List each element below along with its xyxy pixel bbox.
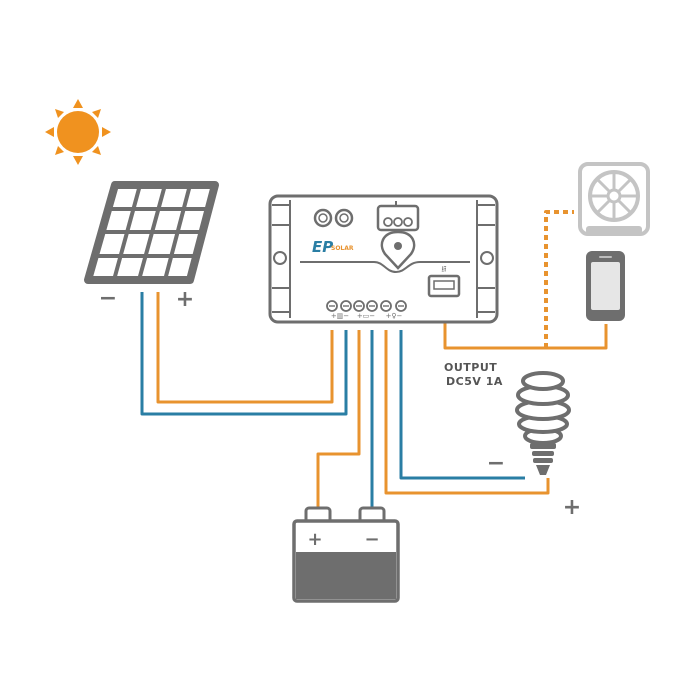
solar-panel-icon [84, 181, 219, 284]
charge-controller-icon: +▥− +▭− +♀− [268, 194, 499, 324]
battery-pos-sign: + [307, 529, 322, 550]
panel-pos-wire [156, 292, 334, 404]
load-pos-wire [384, 330, 550, 495]
fan-icon [578, 162, 650, 236]
brand-logo: EP SOLAR [312, 238, 354, 256]
svg-text:+▥−: +▥− [331, 312, 349, 320]
battery-icon [292, 506, 400, 603]
usb-symbol: ⭿ [441, 265, 446, 274]
bulb-pos-sign: + [563, 495, 581, 520]
output-spec-label: DC5V 1A [446, 375, 503, 388]
bulb-neg-sign: − [487, 451, 505, 476]
brand-logo-text: SOLAR [331, 245, 354, 252]
load-neg-wire [399, 330, 525, 480]
phone-icon [586, 251, 625, 321]
panel-neg-wire [140, 292, 348, 416]
output-label: OUTPUT [444, 361, 497, 374]
light-bulb-icon [515, 371, 571, 475]
usb-fan-wire [544, 210, 574, 348]
battery-neg-sign: − [364, 529, 379, 550]
panel-neg-sign: − [99, 286, 117, 311]
panel-pos-sign: + [176, 287, 194, 312]
sun-icon [45, 99, 111, 165]
svg-text:+♀−: +♀− [386, 312, 403, 320]
battery-pos-wire [316, 330, 361, 510]
brand-logo-prefix: EP [312, 238, 333, 256]
svg-text:+▭−: +▭− [357, 312, 375, 320]
